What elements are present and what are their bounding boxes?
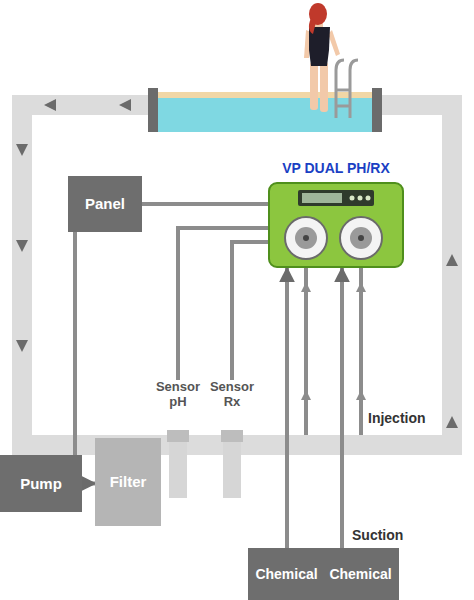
sensor-probe <box>206 430 258 500</box>
pipe-left <box>12 95 32 475</box>
filter-box: Filter <box>95 438 161 526</box>
pump-rotor <box>350 227 372 249</box>
connector-line <box>142 202 268 206</box>
tube-arrow <box>356 282 366 292</box>
connector-line <box>82 482 95 486</box>
device-button <box>358 196 363 201</box>
device-button <box>366 196 371 201</box>
injection-tubes <box>301 268 366 435</box>
device-title: VP DUAL PH/RX <box>258 160 414 182</box>
pipe-right <box>442 95 462 455</box>
water-pipe-loop <box>12 95 462 475</box>
pool <box>148 88 382 132</box>
box-label: Pump <box>20 475 62 492</box>
line-label: Suction <box>350 527 405 543</box>
box-label: Filter <box>110 473 147 490</box>
connector-line <box>178 228 268 380</box>
ph-sensor: Sensor pH <box>152 380 204 500</box>
pump-head <box>340 217 382 259</box>
flow-arrow <box>16 240 28 252</box>
dosing-pump-unit: VP DUAL PH/RX <box>268 160 404 268</box>
injection-tube <box>359 268 363 435</box>
sensor-body <box>223 442 241 498</box>
sensor-cap <box>167 430 189 442</box>
injection-tube <box>304 268 308 435</box>
swimmer <box>304 3 340 112</box>
pump-rotor <box>295 227 317 249</box>
ladder-step <box>336 89 350 92</box>
connector-line <box>340 268 344 548</box>
flow-arrow <box>446 254 458 266</box>
sensor-probe <box>152 430 204 500</box>
sensor-label: Sensor pH <box>152 380 204 410</box>
swimmer-hair <box>309 18 316 34</box>
pump-hub <box>358 235 364 241</box>
control-panel: Panel <box>68 176 142 232</box>
chemical-tank: Chemical <box>248 548 325 600</box>
connector-line <box>73 232 77 455</box>
box-label: Panel <box>85 195 125 212</box>
device-display <box>298 190 374 206</box>
sensor-body <box>169 442 187 498</box>
tube-arrow <box>356 390 366 400</box>
line-label: Injection <box>366 410 428 426</box>
flow-arrow <box>44 99 56 111</box>
tube-arrow <box>301 390 311 400</box>
sensor-cap <box>221 430 243 442</box>
box-label: Chemical <box>329 566 391 582</box>
connector-line <box>285 268 289 548</box>
device-body <box>268 182 404 268</box>
flow-arrow <box>16 340 28 352</box>
flow-arrow <box>119 99 131 111</box>
circulation-pump: Pump <box>0 455 82 512</box>
chemical-tank: Chemical <box>322 548 399 600</box>
swimmer-leg <box>320 62 328 112</box>
swimmer-leg <box>310 62 318 110</box>
flow-arrows <box>16 99 458 428</box>
ladder-step <box>336 105 350 108</box>
pump-head <box>285 217 327 259</box>
pool-wall <box>148 88 158 132</box>
tube-arrow <box>301 282 311 292</box>
device-lcd <box>302 193 342 203</box>
pool-wall <box>372 88 382 132</box>
flow-arrow <box>16 144 28 156</box>
device-button <box>350 196 355 201</box>
box-label: Chemical <box>255 566 317 582</box>
device-housing <box>269 183 403 267</box>
swimmer-arm <box>328 30 340 56</box>
flow-arrow <box>446 416 458 428</box>
sensor-label: Sensor Rx <box>206 380 258 410</box>
pool-ladder <box>336 60 358 118</box>
pump-hub <box>303 235 309 241</box>
connector-line <box>232 242 268 380</box>
pool-water <box>158 96 372 132</box>
ladder-rail <box>350 60 358 118</box>
rx-sensor: Sensor Rx <box>206 380 258 500</box>
pool-deck <box>158 92 372 98</box>
